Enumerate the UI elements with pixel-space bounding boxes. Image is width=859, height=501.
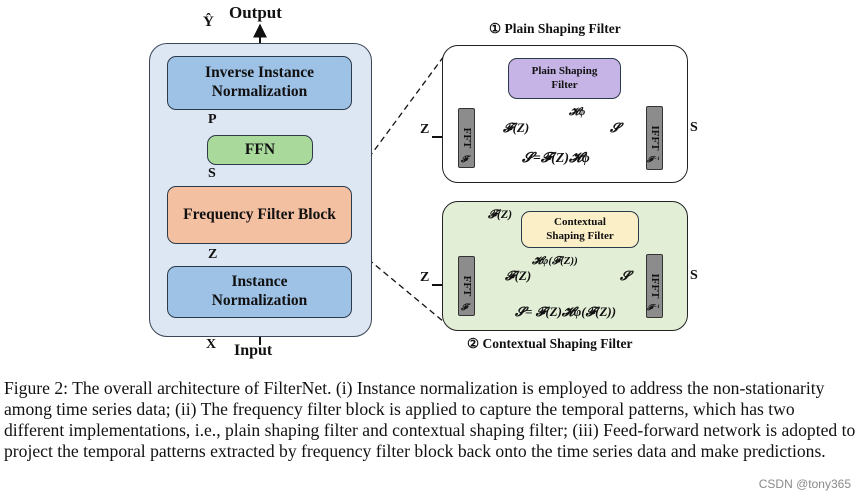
watermark: CSDN @tony365	[758, 477, 851, 491]
contextual-shaping-filter-box: Contextual Shaping Filter	[521, 211, 639, 248]
contextual-title: ② Contextual Shaping Filter	[467, 336, 633, 351]
ctx-fft-text: FFT	[460, 275, 473, 297]
ctx-ifft-symbol: 𝓕⁻¹	[647, 303, 660, 312]
ctx-fft-block: FFT	[458, 256, 475, 316]
plain-ifft-block: IFFT	[646, 106, 663, 170]
plain-s-mid-label: 𝓢	[610, 120, 621, 135]
plain-fz-label: 𝓕(Z)	[503, 120, 530, 135]
plain-s-out-label: S	[690, 120, 698, 135]
inverse-instance-normalization-block: Inverse Instance Normalization	[167, 56, 352, 110]
ctx-s-mid-label: 𝓢	[620, 268, 631, 283]
plain-fft-block: FFT	[458, 108, 475, 168]
ctx-fz-label: 𝓕(Z)	[505, 268, 532, 283]
zoom-line-top	[344, 55, 445, 191]
plain-fft-symbol: 𝓕	[461, 154, 468, 164]
plain-ifft-symbol: 𝓕⁻¹	[647, 155, 660, 164]
p-label: P	[208, 112, 217, 127]
figure-caption: Figure 2: The overall architecture of Fi…	[4, 378, 856, 461]
s-label: S	[208, 166, 216, 181]
plain-fft-text: FFT	[460, 127, 473, 149]
ctx-ifft-block: IFFT	[646, 254, 663, 318]
x-label: X	[206, 337, 217, 352]
plain-title: ① Plain Shaping Filter	[489, 21, 621, 36]
z-label: Z	[208, 247, 218, 262]
plain-shaping-filter-box: Plain Shaping Filter	[508, 58, 621, 99]
plain-ifft-text: IFFT	[648, 125, 661, 151]
ctx-s-out-label: S	[690, 268, 698, 283]
ctx-fz-top-label: 𝓕(Z)	[488, 207, 513, 221]
ctx-equation: 𝓢= 𝓕(Z)𝓗φ(𝓕(Z))	[515, 304, 617, 319]
ffn-block: FFN	[207, 135, 313, 165]
instance-normalization-block: Instance Normalization	[167, 266, 352, 318]
ctx-h-label: 𝓗φ(𝓕(Z))	[532, 255, 578, 267]
frequency-filter-block: Frequency Filter Block	[167, 186, 352, 244]
input-label: Input	[234, 342, 273, 359]
output-label: Output	[229, 3, 282, 22]
y-hat-label: Ŷ	[203, 14, 214, 30]
ctx-fft-symbol: 𝓕	[461, 302, 468, 312]
ctx-z-label: Z	[420, 270, 430, 285]
plain-z-label: Z	[420, 122, 430, 137]
plain-equation: 𝓢=𝓕(Z)𝓗ϕ	[522, 151, 590, 166]
plain-h-label: 𝓗ϕ	[569, 106, 586, 118]
ctx-ifft-text: IFFT	[648, 273, 661, 299]
